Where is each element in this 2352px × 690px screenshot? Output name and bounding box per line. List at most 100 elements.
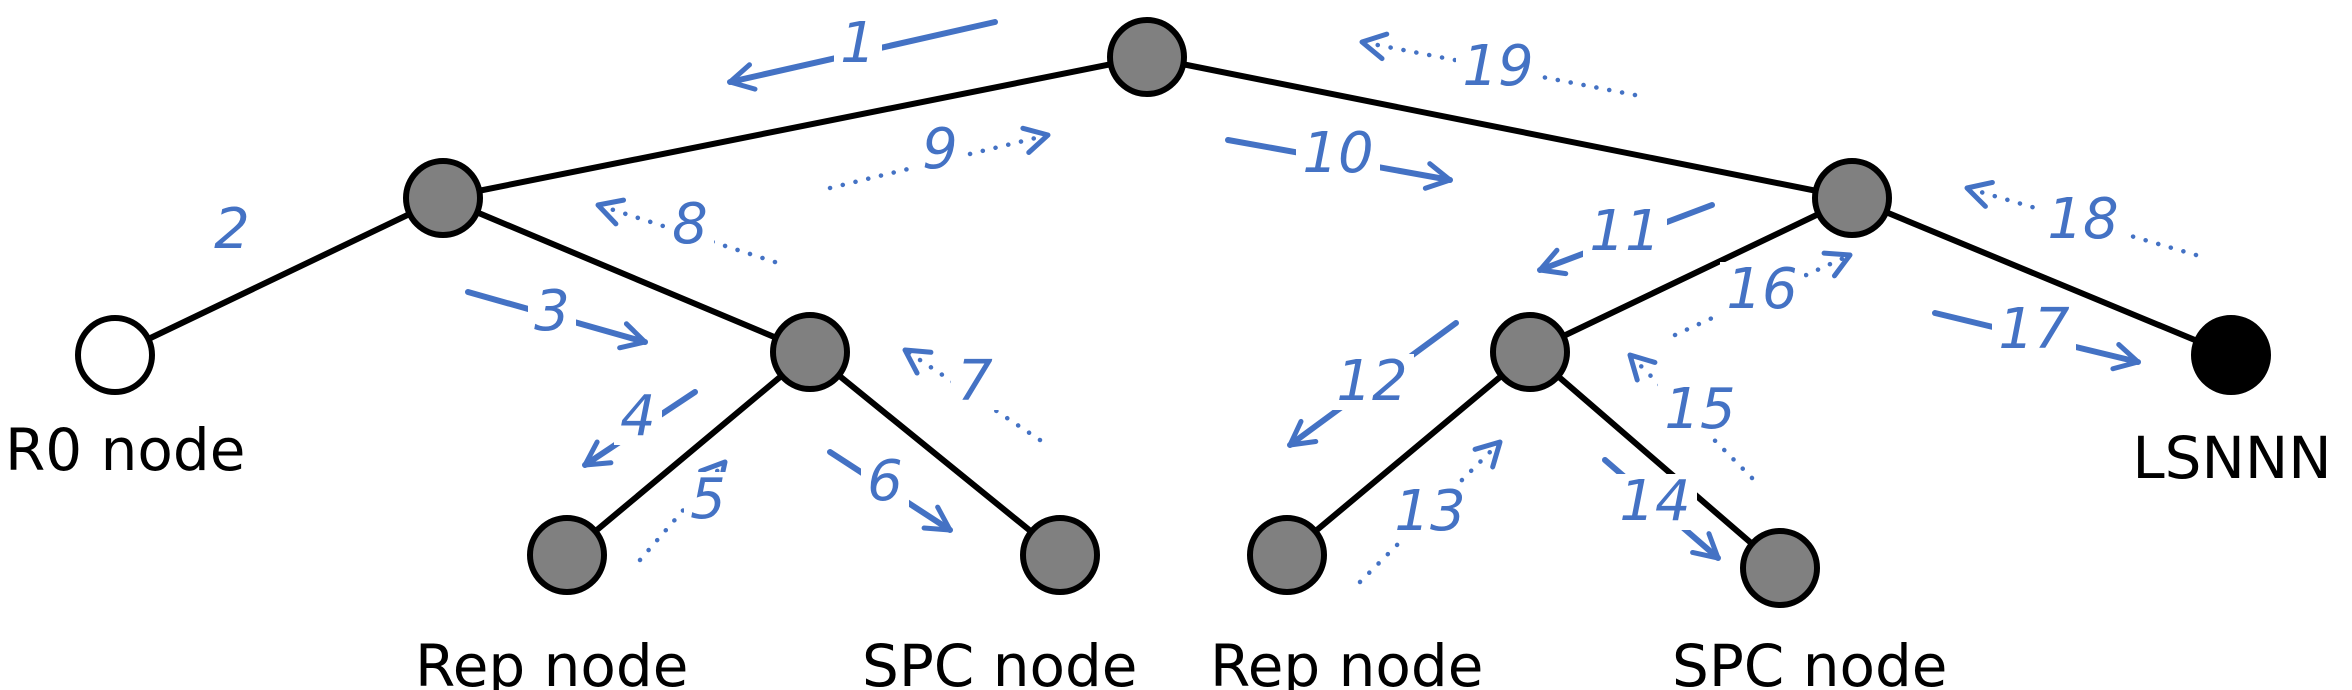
step-11-arrowhead — [1537, 247, 1569, 277]
step-15-number: 15 — [1664, 377, 1735, 442]
step-7-shaft — [902, 347, 1043, 443]
step-5-number: 5 — [690, 467, 726, 532]
step-13-number: 13 — [1394, 479, 1465, 544]
message-step-2: 2 — [208, 197, 256, 262]
step-12-number: 12 — [1336, 349, 1407, 414]
step-8-number: 8 — [672, 192, 708, 257]
step-19-arrowhead — [1359, 31, 1390, 62]
tree-edge-right-hub-right-mid — [1527, 195, 1855, 355]
node-label-right-rep: Rep node — [1210, 632, 1483, 690]
step-1-label-bg — [834, 16, 882, 72]
message-step-16: 16 — [1672, 250, 1853, 338]
step-10-label-bg — [1296, 126, 1380, 182]
step-7-arrowhead — [902, 347, 934, 376]
tree-node-left-spc — [1020, 515, 1100, 595]
step-9-number: 9 — [922, 117, 958, 182]
step-17-arrowhead — [2110, 342, 2141, 372]
tree-node-lsnnn — [2191, 315, 2271, 395]
step-8-arrowhead — [595, 197, 627, 227]
step-7-label-bg — [951, 354, 999, 410]
message-step-6: 6 — [827, 449, 953, 533]
tree-node-right-mid — [1490, 312, 1570, 392]
tree-node-left-mid — [770, 312, 850, 392]
step-8-label-bg — [666, 197, 714, 253]
tree-edge-right-mid-right-spc — [1527, 349, 1783, 571]
tree-edge-left-hub-left-mid — [440, 195, 813, 355]
step-6-arrowhead — [921, 504, 953, 533]
node-label-r0: R0 node — [5, 416, 245, 484]
tree-edge-top-right-hub — [1144, 54, 1855, 201]
step-11-label-bg — [1583, 204, 1667, 260]
step-19-number: 19 — [1462, 34, 1533, 99]
step-12-arrowhead — [1287, 418, 1319, 448]
tree-edges — [112, 54, 2234, 571]
message-step-15: 15 — [1627, 352, 1755, 481]
step-10-number: 10 — [1302, 121, 1373, 186]
step-4-label-bg — [614, 389, 662, 445]
message-step-1: 1 — [727, 11, 998, 92]
tree-node-right-spc — [1740, 528, 1820, 608]
message-step-13: 13 — [1357, 439, 1503, 585]
message-step-7: 7 — [902, 347, 1043, 443]
node-label-lsnnn: LSNNN — [2132, 424, 2331, 492]
step-6-number: 6 — [867, 449, 903, 514]
message-step-8: 8 — [595, 192, 778, 265]
step-15-label-bg — [1658, 382, 1742, 438]
step-17-number: 17 — [1998, 297, 2070, 362]
step-7-number: 7 — [957, 349, 993, 414]
step-9-arrowhead — [1020, 125, 1051, 156]
step-13-arrowhead — [1472, 439, 1503, 470]
step-16-arrowhead — [1821, 250, 1853, 279]
step-9-label-bg — [916, 122, 964, 178]
step-4-arrowhead — [582, 439, 614, 468]
step-3-arrowhead — [617, 321, 648, 351]
tree-edge-right-hub-lsnnn — [1849, 195, 2234, 358]
step-5-label-bg — [684, 472, 732, 528]
step-17-label-bg — [1992, 302, 2076, 358]
tree-node-left-rep — [527, 515, 607, 595]
step-2-label-bg — [208, 202, 256, 258]
tree-node-right-hub — [1812, 158, 1892, 238]
message-step-18: 18 — [1964, 179, 2199, 258]
step-3-label-bg — [528, 284, 576, 340]
step-15-arrowhead — [1627, 352, 1658, 383]
tree-edge-top-left-hub — [440, 54, 1150, 201]
message-step-4: 4 — [582, 384, 698, 468]
message-step-11: 11 — [1537, 199, 1715, 277]
step-11-number: 11 — [1589, 199, 1660, 264]
message-step-10: 10 — [1225, 121, 1453, 191]
step-16-label-bg — [1720, 262, 1804, 318]
node-label-left-rep: Rep node — [415, 632, 688, 690]
step-16-number: 16 — [1726, 257, 1797, 322]
step-3-number: 3 — [534, 279, 570, 344]
tree-edge-left-mid-left-rep — [564, 349, 813, 558]
tree-node-left-hub — [403, 158, 483, 238]
step-18-arrowhead — [1964, 179, 1995, 209]
step-1-arrowhead — [727, 62, 758, 92]
node-label-left-spc: SPC node — [862, 632, 1137, 690]
message-step-9: 9 — [827, 117, 1051, 191]
tree-edge-left-mid-left-spc — [807, 349, 1063, 558]
tree-node-right-rep — [1247, 515, 1327, 595]
step-12-label-bg — [1330, 354, 1414, 410]
step-5-shaft — [637, 459, 728, 563]
step-14-arrowhead — [1690, 531, 1721, 561]
step-18-label-bg — [2041, 192, 2125, 248]
step-10-arrowhead — [1422, 161, 1453, 191]
message-step-17: 17 — [1932, 297, 2141, 372]
step-9-shaft — [827, 132, 1051, 191]
node-label-right-spc: SPC node — [1672, 632, 1947, 690]
step-18-number: 18 — [2047, 187, 2118, 252]
tree-node-r0 — [75, 315, 155, 395]
message-step-5: 5 — [637, 459, 732, 563]
tree-nodes — [75, 17, 2271, 608]
step-14-label-bg — [1613, 474, 1697, 530]
message-step-12: 12 — [1287, 320, 1459, 448]
step-1-number: 1 — [840, 11, 876, 76]
message-step-3: 3 — [465, 279, 648, 351]
step-4-number: 4 — [620, 384, 656, 449]
step-2-number: 2 — [214, 197, 250, 262]
